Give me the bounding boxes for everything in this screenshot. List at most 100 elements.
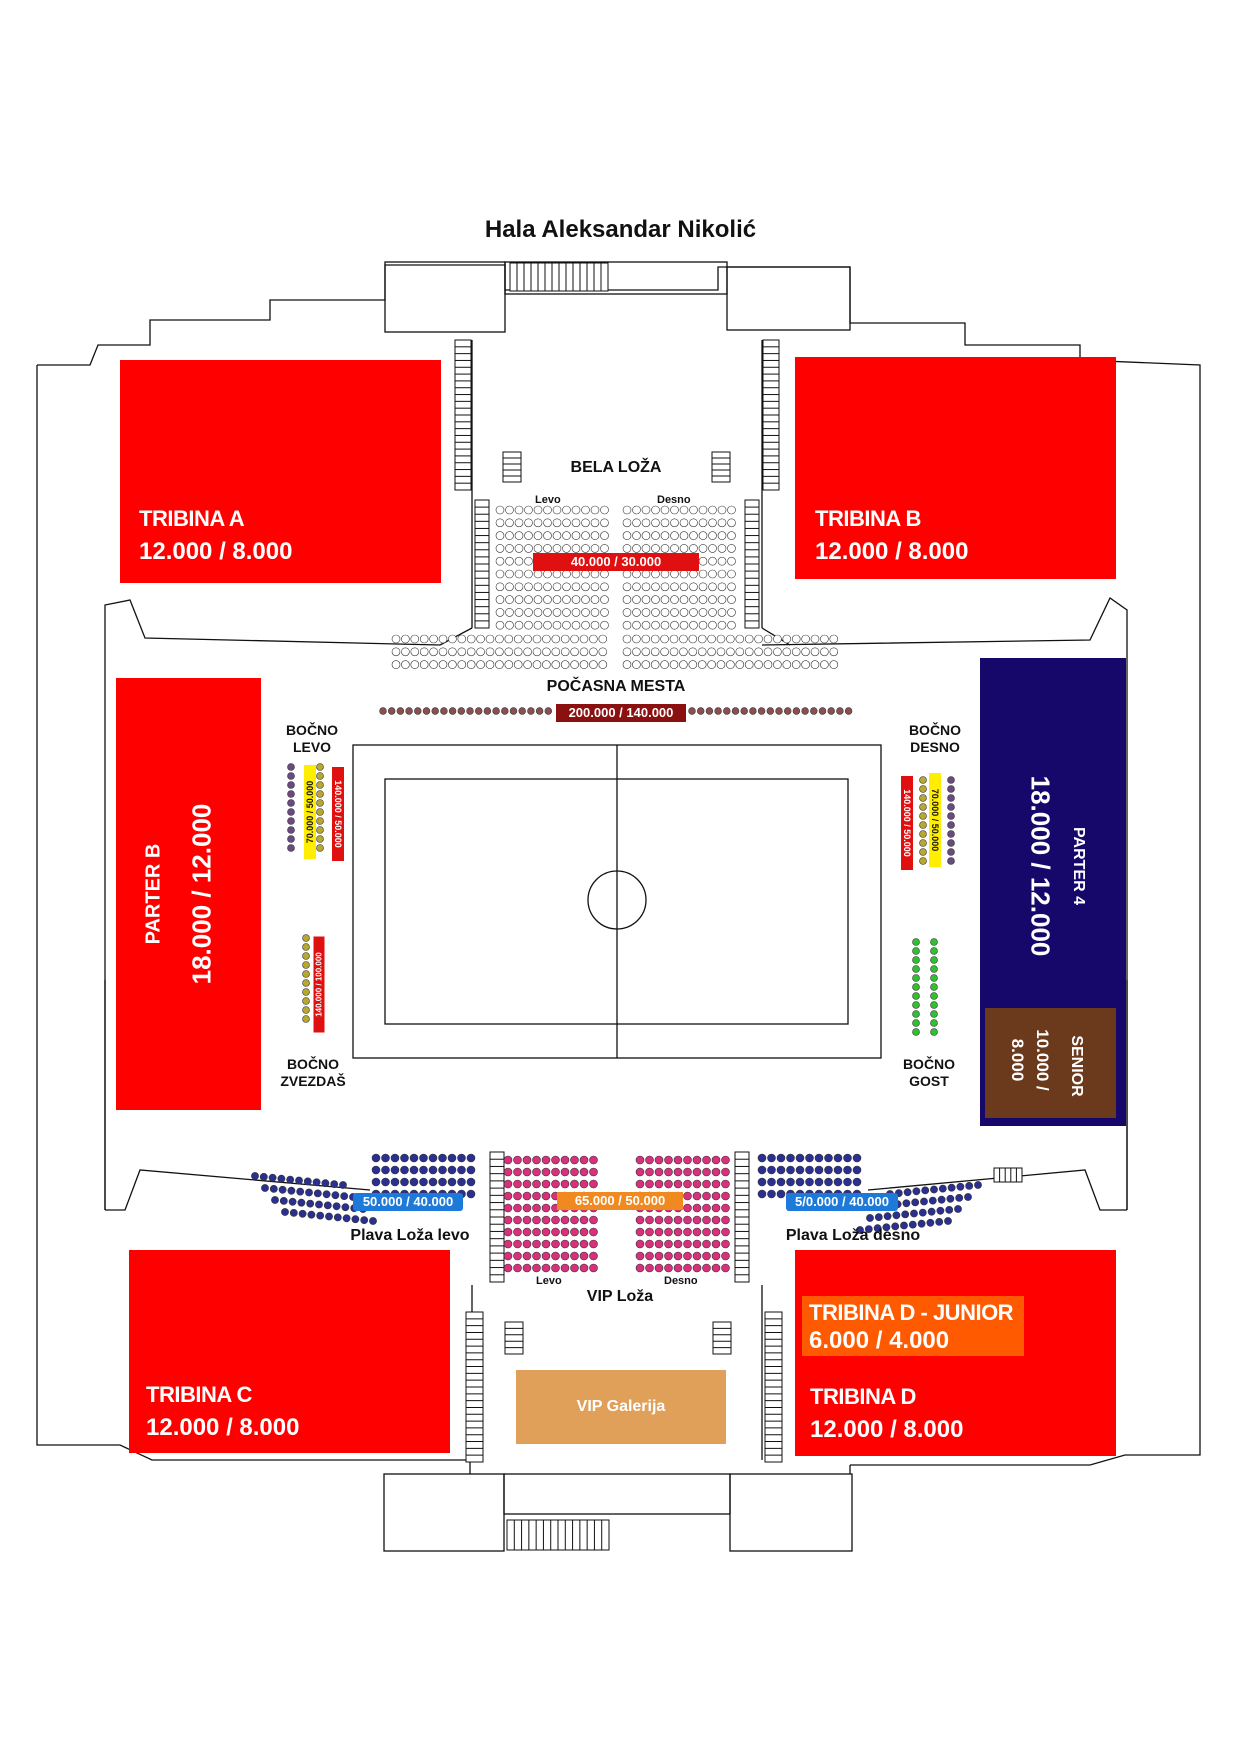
seat[interactable] — [533, 569, 543, 579]
seat[interactable] — [261, 1184, 269, 1192]
seat[interactable] — [504, 647, 514, 657]
seat[interactable] — [708, 608, 717, 617]
seat[interactable] — [974, 1181, 982, 1189]
seat[interactable] — [579, 1155, 589, 1165]
seat[interactable] — [683, 1239, 692, 1249]
seat[interactable] — [716, 660, 726, 669]
seat[interactable] — [560, 1167, 570, 1177]
seat[interactable] — [579, 1179, 589, 1189]
seat[interactable] — [641, 634, 651, 644]
seat[interactable] — [782, 660, 792, 669]
seat[interactable] — [833, 1165, 843, 1175]
seat[interactable] — [360, 1216, 369, 1224]
seat[interactable] — [651, 518, 660, 528]
bocno-zvezdas-price[interactable]: 140.000 / 100.000 — [313, 936, 325, 1033]
seat[interactable] — [660, 595, 670, 604]
seat[interactable] — [598, 634, 608, 644]
seat[interactable] — [552, 531, 562, 540]
seat[interactable] — [632, 647, 641, 657]
seat[interactable] — [476, 660, 485, 669]
seat[interactable] — [864, 1225, 873, 1233]
seat[interactable] — [702, 1155, 711, 1165]
seat[interactable] — [457, 634, 467, 644]
seat[interactable] — [645, 1167, 654, 1177]
seat[interactable] — [654, 1215, 664, 1225]
seat[interactable] — [307, 1210, 316, 1219]
seat[interactable] — [717, 518, 727, 528]
seat[interactable] — [660, 620, 670, 630]
seat[interactable] — [551, 1239, 560, 1249]
seat[interactable] — [727, 569, 736, 579]
seat[interactable] — [570, 1251, 579, 1261]
seat[interactable] — [651, 505, 660, 515]
seat[interactable] — [466, 1153, 476, 1163]
seat[interactable] — [570, 1179, 579, 1189]
seat[interactable] — [622, 582, 632, 592]
seat[interactable] — [503, 1203, 513, 1213]
seat[interactable] — [447, 1165, 457, 1175]
seat[interactable] — [600, 531, 609, 540]
seat[interactable] — [683, 1167, 692, 1177]
seat[interactable] — [581, 505, 590, 515]
seat[interactable] — [726, 634, 735, 644]
seat[interactable] — [277, 1174, 286, 1183]
seat[interactable] — [570, 1215, 579, 1225]
seat[interactable] — [505, 582, 514, 592]
seat[interactable] — [570, 660, 579, 669]
seat[interactable] — [775, 707, 783, 715]
seat[interactable] — [721, 1167, 730, 1177]
seat[interactable] — [543, 505, 552, 515]
seat[interactable] — [391, 660, 401, 669]
seat[interactable] — [843, 1153, 852, 1163]
seat[interactable] — [514, 505, 524, 515]
seat[interactable] — [947, 812, 955, 820]
seat[interactable] — [632, 505, 641, 515]
seat[interactable] — [532, 1179, 541, 1189]
seat[interactable] — [723, 707, 731, 715]
seat[interactable] — [532, 1239, 541, 1249]
seat[interactable] — [660, 569, 670, 579]
seat[interactable] — [651, 531, 660, 540]
seat[interactable] — [543, 582, 552, 592]
seat[interactable] — [782, 634, 792, 644]
seat[interactable] — [532, 1155, 541, 1165]
seat[interactable] — [651, 582, 660, 592]
seat[interactable] — [316, 772, 324, 780]
seat[interactable] — [689, 620, 698, 630]
seat[interactable] — [400, 1165, 409, 1175]
seat[interactable] — [635, 1251, 645, 1261]
plava-loza-levo-price[interactable]: 50.000 / 40.000 — [353, 1193, 463, 1211]
seat[interactable] — [852, 1165, 862, 1175]
seat[interactable] — [581, 582, 590, 592]
seat[interactable] — [947, 839, 955, 847]
seat[interactable] — [651, 595, 660, 604]
seat[interactable] — [801, 660, 810, 669]
seat[interactable] — [522, 1203, 532, 1213]
seat[interactable] — [814, 1165, 824, 1175]
seat[interactable] — [702, 1227, 711, 1237]
seat[interactable] — [660, 647, 669, 657]
seat[interactable] — [727, 531, 736, 540]
seat[interactable] — [543, 518, 552, 528]
seat[interactable] — [268, 1173, 277, 1182]
seat[interactable] — [900, 1221, 908, 1230]
seat[interactable] — [670, 608, 679, 617]
seat[interactable] — [447, 1177, 457, 1187]
seat[interactable] — [533, 505, 543, 515]
seat[interactable] — [919, 803, 927, 811]
seat[interactable] — [316, 835, 324, 843]
seat[interactable] — [697, 634, 707, 644]
seat[interactable] — [702, 1251, 711, 1261]
seat[interactable] — [381, 1177, 390, 1187]
seat[interactable] — [683, 1203, 692, 1213]
seat[interactable] — [786, 1153, 795, 1163]
seat[interactable] — [654, 1251, 664, 1261]
seat[interactable] — [251, 1172, 259, 1180]
seat[interactable] — [810, 707, 818, 715]
seat[interactable] — [664, 1179, 673, 1189]
seat[interactable] — [551, 1167, 560, 1177]
seat[interactable] — [683, 1251, 692, 1261]
seat[interactable] — [810, 660, 820, 669]
seat[interactable] — [757, 1189, 767, 1199]
seat[interactable] — [641, 582, 651, 592]
